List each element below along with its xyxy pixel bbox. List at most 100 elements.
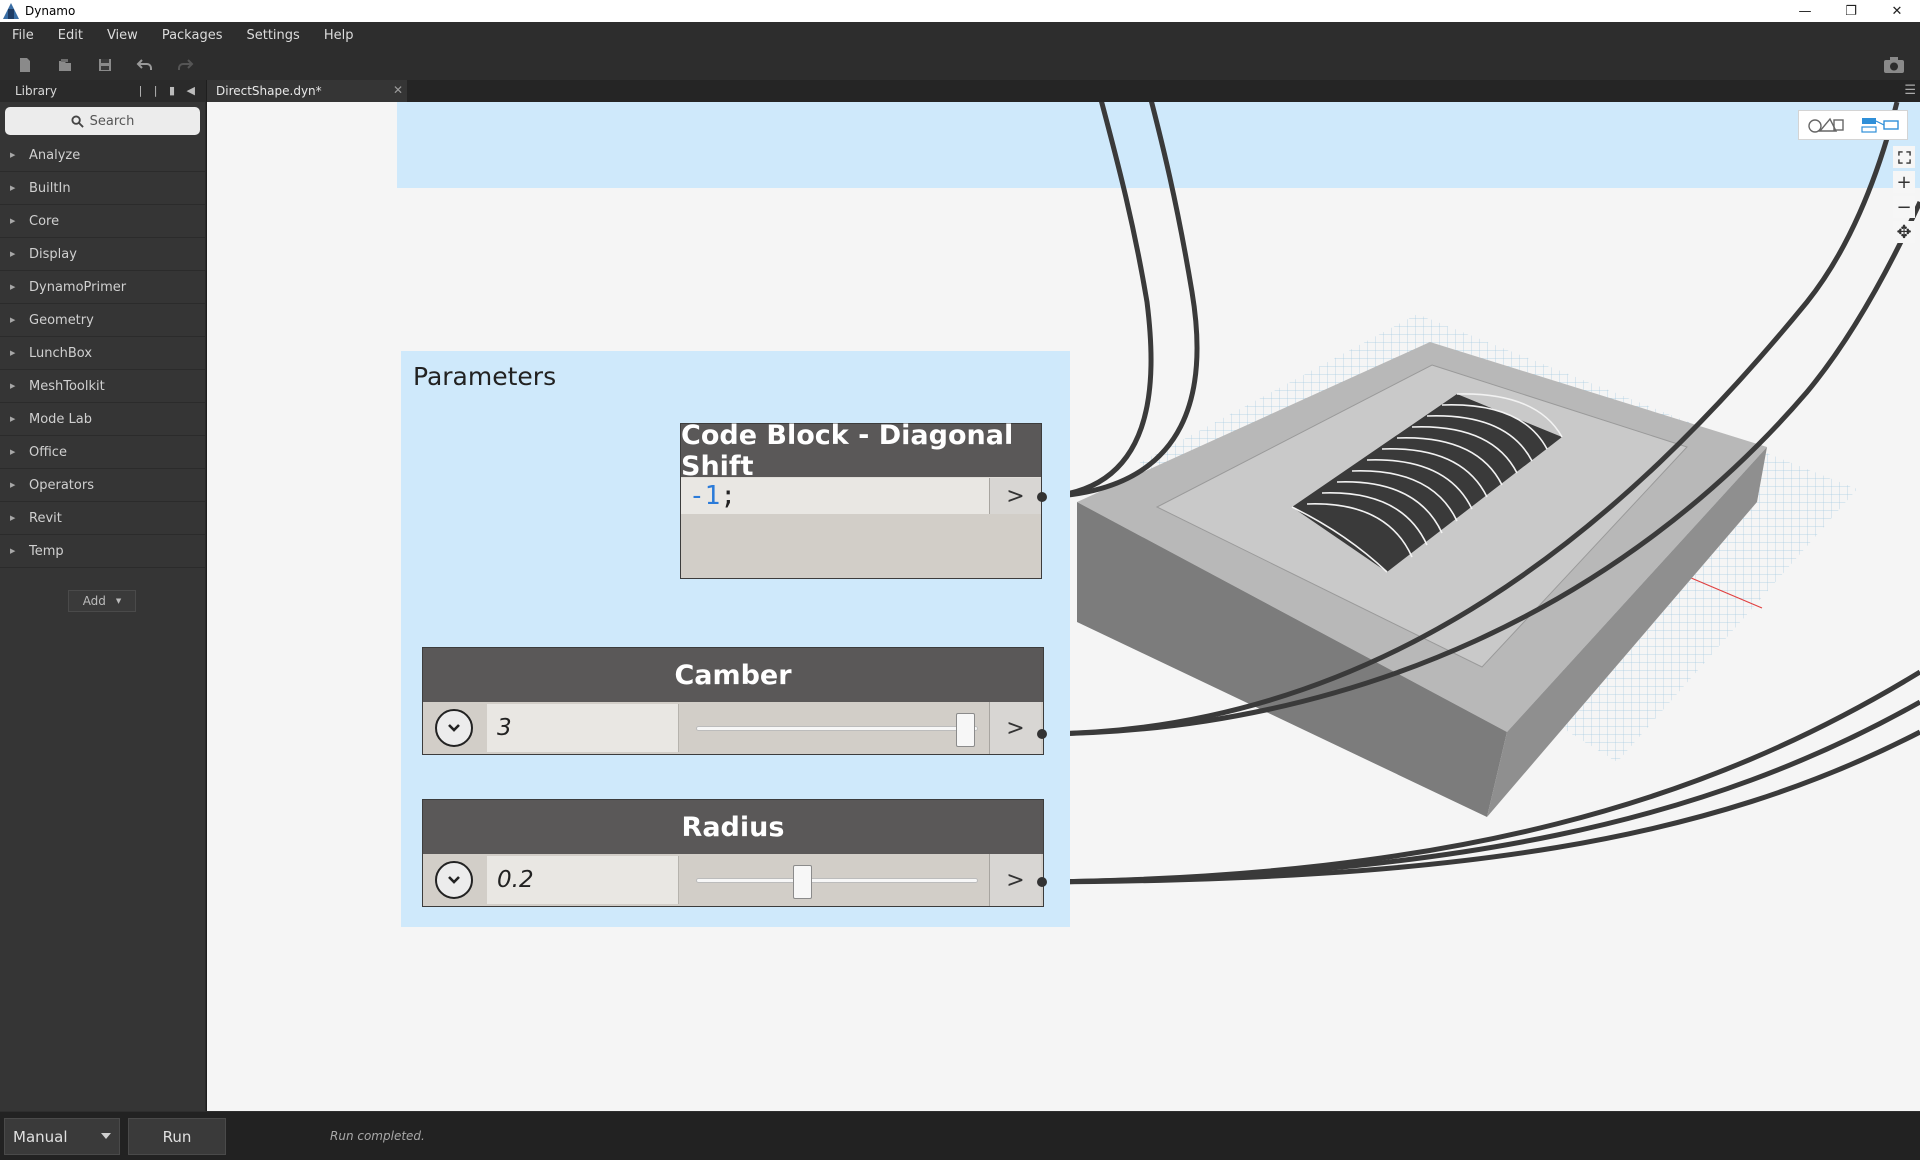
run-mode-select[interactable]: Manual bbox=[4, 1118, 120, 1155]
menu-edit[interactable]: Edit bbox=[57, 28, 83, 43]
library-item-meshtoolkit[interactable]: ▶MeshToolkit bbox=[0, 370, 205, 403]
menu-file[interactable]: File bbox=[12, 28, 34, 43]
run-status: Run completed. bbox=[330, 1129, 425, 1143]
menu-view[interactable]: View bbox=[106, 28, 138, 43]
library-item-dynamoprimer[interactable]: ▶DynamoPrimer bbox=[0, 271, 205, 304]
library-add-button[interactable]: Add ▼ bbox=[68, 590, 136, 612]
new-file-icon[interactable] bbox=[14, 54, 36, 76]
library-item-office[interactable]: ▶Office bbox=[0, 436, 205, 469]
view-mode-toggle bbox=[1798, 110, 1908, 140]
expand-arrow-icon: ▶ bbox=[10, 514, 16, 522]
tab-menu-icon[interactable]: ☰ bbox=[1904, 83, 1916, 98]
code-number: -1 bbox=[689, 481, 721, 511]
geometry-view-button[interactable] bbox=[1799, 111, 1853, 139]
expand-arrow-icon: ▶ bbox=[10, 415, 16, 423]
group-title[interactable]: Parameters bbox=[413, 362, 557, 391]
camber-slider-node[interactable]: Camber 3 > bbox=[422, 647, 1044, 755]
slider-value-input[interactable]: 3 bbox=[487, 704, 679, 752]
output-port[interactable]: > bbox=[989, 854, 1041, 906]
restore-icon[interactable]: ❐ bbox=[1845, 3, 1857, 19]
wire-code-block-2 bbox=[1041, 102, 1200, 500]
wire-code-block-1 bbox=[1041, 102, 1154, 500]
library-item-display[interactable]: ▶Display bbox=[0, 238, 205, 271]
library-item-label: Geometry bbox=[29, 312, 94, 328]
slider-thumb[interactable] bbox=[793, 865, 813, 899]
library-view-controls[interactable]: | | ▮ ◀ bbox=[138, 84, 199, 97]
expand-arrow-icon: ▶ bbox=[10, 316, 16, 324]
library-item-mode-lab[interactable]: ▶Mode Lab bbox=[0, 403, 205, 436]
wire-radius-3 bbox=[1041, 729, 1920, 885]
slider-track[interactable] bbox=[696, 726, 978, 731]
library-item-core[interactable]: ▶Core bbox=[0, 205, 205, 238]
slider-track[interactable] bbox=[696, 878, 978, 883]
output-port-dot[interactable] bbox=[1037, 877, 1047, 887]
node-header[interactable]: Camber bbox=[423, 648, 1043, 702]
expand-arrow-icon: ▶ bbox=[10, 250, 16, 258]
menu-help[interactable]: Help bbox=[323, 28, 354, 43]
expand-slider-button[interactable] bbox=[435, 861, 473, 899]
node-header[interactable]: Radius bbox=[423, 800, 1043, 854]
slider-thumb[interactable] bbox=[956, 713, 976, 747]
code-suffix: ; bbox=[720, 481, 736, 511]
add-label: Add bbox=[82, 594, 106, 608]
workspace-canvas[interactable]: Parameters Code Block - Diagonal Shift -… bbox=[207, 102, 1920, 1111]
wire-camber-1 bbox=[1041, 200, 1920, 737]
caret-down-icon: ▼ bbox=[115, 597, 122, 605]
zoom-in-icon[interactable]: + bbox=[1893, 171, 1915, 193]
mass-opening bbox=[1292, 394, 1562, 572]
library-header: Library | | ▮ ◀ bbox=[0, 80, 205, 102]
code-editor[interactable]: -1; bbox=[681, 478, 989, 514]
library-item-label: Temp bbox=[29, 543, 64, 559]
expand-arrow-icon: ▶ bbox=[10, 349, 16, 357]
minimize-icon[interactable]: — bbox=[1798, 3, 1812, 19]
workspace-tab-bar: DirectShape.dyn* ✕ ☰ bbox=[207, 80, 1920, 102]
save-icon[interactable] bbox=[94, 54, 116, 76]
output-port-dot[interactable] bbox=[1037, 729, 1047, 739]
undo-icon[interactable] bbox=[134, 54, 156, 76]
pan-icon[interactable]: ✥ bbox=[1893, 221, 1915, 243]
expand-arrow-icon: ▶ bbox=[10, 382, 16, 390]
output-port[interactable]: > bbox=[989, 702, 1041, 754]
library-search-input[interactable]: Search bbox=[5, 107, 200, 135]
radius-slider-node[interactable]: Radius 0.2 > bbox=[422, 799, 1044, 907]
dropdown-caret-icon bbox=[101, 1133, 111, 1139]
library-item-analyze[interactable]: ▶Analyze bbox=[0, 139, 205, 172]
graph-view-icon bbox=[1861, 118, 1899, 133]
library-item-operators[interactable]: ▶Operators bbox=[0, 469, 205, 502]
run-button[interactable]: Run bbox=[128, 1118, 226, 1155]
tab-directshape[interactable]: DirectShape.dyn* ✕ bbox=[207, 80, 407, 102]
expand-slider-button[interactable] bbox=[435, 709, 473, 747]
slider-row: 3 > bbox=[423, 702, 1043, 754]
code-block-node[interactable]: Code Block - Diagonal Shift -1; > bbox=[680, 420, 1042, 579]
search-icon bbox=[71, 114, 84, 128]
menu-bar: File Edit View Packages Settings Help bbox=[0, 22, 1920, 50]
output-port[interactable]: > bbox=[989, 478, 1041, 514]
library-item-lunchbox[interactable]: ▶LunchBox bbox=[0, 337, 205, 370]
expand-arrow-icon: ▶ bbox=[10, 184, 16, 192]
camera-icon[interactable] bbox=[1882, 54, 1906, 76]
library-item-revit[interactable]: ▶Revit bbox=[0, 502, 205, 535]
node-group-top[interactable] bbox=[397, 102, 1920, 188]
library-item-temp[interactable]: ▶Temp bbox=[0, 535, 205, 568]
run-mode-value: Manual bbox=[13, 1127, 68, 1146]
chevron-down-icon bbox=[448, 724, 460, 732]
zoom-fit-icon[interactable] bbox=[1893, 146, 1915, 168]
node-header[interactable]: Code Block - Diagonal Shift bbox=[681, 420, 1041, 482]
close-icon[interactable]: ✕ bbox=[1891, 3, 1903, 19]
chevron-down-icon bbox=[448, 876, 460, 884]
close-tab-icon[interactable]: ✕ bbox=[392, 83, 403, 97]
roof-arches bbox=[1291, 393, 1563, 573]
output-port-dot[interactable] bbox=[1037, 492, 1047, 502]
expand-arrow-icon: ▶ bbox=[10, 151, 16, 159]
open-file-icon[interactable] bbox=[54, 54, 76, 76]
redo-icon[interactable] bbox=[174, 54, 196, 76]
library-item-builtin[interactable]: ▶BuiltIn bbox=[0, 172, 205, 205]
menu-settings[interactable]: Settings bbox=[246, 28, 300, 43]
zoom-out-icon[interactable]: − bbox=[1893, 196, 1915, 218]
run-bar: Manual Run Run completed. bbox=[0, 1111, 1920, 1160]
library-item-geometry[interactable]: ▶ Geometry bbox=[0, 304, 205, 337]
graph-view-button[interactable] bbox=[1853, 111, 1907, 139]
slider-value-input[interactable]: 0.2 bbox=[487, 856, 679, 904]
menu-packages[interactable]: Packages bbox=[161, 28, 223, 43]
title-bar: Dynamo — ❐ ✕ bbox=[0, 0, 1920, 22]
